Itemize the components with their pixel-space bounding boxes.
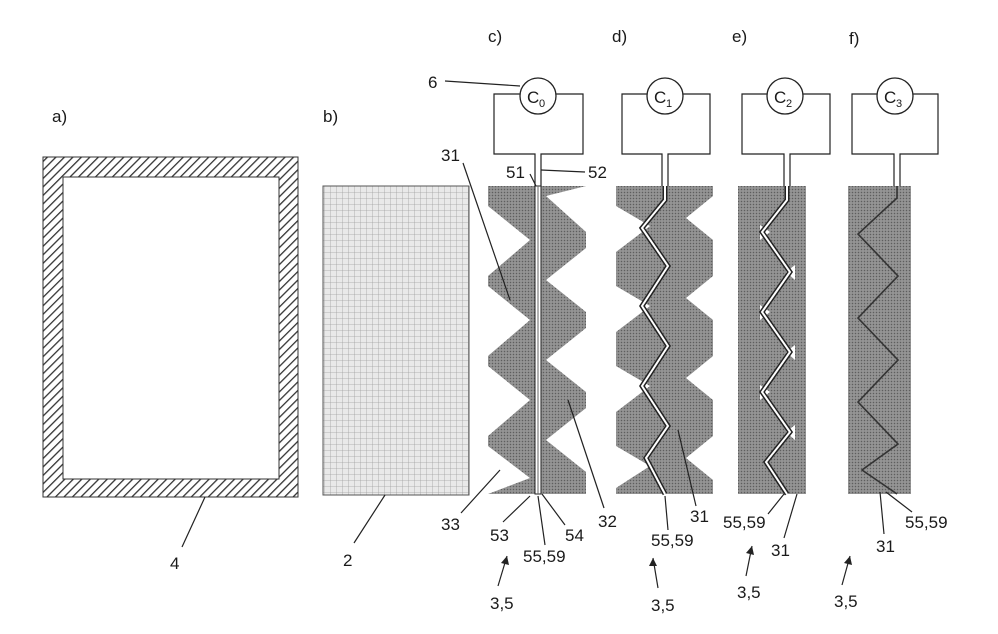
block-2 [323, 186, 469, 495]
panel-label-b: b) [323, 107, 338, 126]
strip-e [738, 186, 806, 494]
panel-label-f: f) [849, 29, 859, 48]
panel-e: e) C 2 55,59 31 3,5 [723, 27, 830, 602]
ref-31-e: 31 [771, 541, 790, 560]
capacitor-c3-sub: 3 [896, 98, 902, 110]
ref-35-c: 3,5 [490, 594, 514, 613]
panel-f: f) C 3 31 55,59 3,5 [834, 29, 948, 611]
ref-51: 51 [506, 163, 525, 182]
panel-label-e: e) [732, 27, 747, 46]
ref-35-d: 3,5 [651, 596, 675, 615]
ref-2: 2 [343, 551, 352, 570]
capacitor-c2-sub: 2 [786, 98, 792, 110]
frame-4 [43, 157, 298, 497]
arrowhead-35-e [746, 546, 754, 555]
panel-label-a: a) [52, 107, 67, 126]
ref-54: 54 [565, 526, 584, 545]
panel-b: b) 2 [323, 107, 469, 570]
ref-6: 6 [428, 73, 437, 92]
panel-d: d) C 1 31 55,59 3,5 [612, 27, 713, 615]
ref-35-f: 3,5 [834, 592, 858, 611]
arrowhead-35-d [649, 558, 657, 566]
leader-52 [541, 170, 585, 172]
ref-5559-d: 55,59 [651, 531, 694, 550]
ref-5559-c: 55,59 [523, 547, 566, 566]
ref-53: 53 [490, 526, 509, 545]
leader-4 [182, 497, 205, 547]
leader-31-e [784, 494, 797, 538]
leader-53 [503, 496, 530, 522]
ref-35-e: 3,5 [737, 583, 761, 602]
ref-31-d: 31 [690, 507, 709, 526]
leader-5559-c [538, 496, 545, 545]
panel-a: a) 4 [43, 107, 298, 573]
capacitor-c3-letter: C [884, 88, 896, 107]
ref-31-c: 31 [441, 146, 460, 165]
ref-52: 52 [588, 163, 607, 182]
leader-54 [542, 494, 565, 525]
leader-5559-d [665, 496, 668, 530]
ref-5559-f: 55,59 [905, 513, 948, 532]
panel-label-d: d) [612, 27, 627, 46]
arrowhead-35-f [844, 556, 852, 565]
ref-31-f: 31 [876, 537, 895, 556]
leader-5559-e [768, 494, 784, 514]
panel-label-c: c) [488, 27, 502, 46]
capacitor-c1-letter: C [654, 88, 666, 107]
capacitor-c2-letter: C [774, 88, 786, 107]
leader-2 [354, 495, 385, 543]
ref-4: 4 [170, 554, 179, 573]
leader-5559-f [886, 492, 912, 512]
ref-33: 33 [441, 515, 460, 534]
capacitor-c0-sub: 0 [539, 98, 545, 110]
arrowhead-35-c [501, 556, 509, 565]
capacitor-c0-letter: C [527, 88, 539, 107]
capacitor-c1-sub: 1 [666, 98, 672, 110]
leader-6 [445, 81, 520, 86]
leader-31-f [880, 492, 884, 534]
ref-5559-e: 55,59 [723, 513, 766, 532]
ref-32: 32 [598, 512, 617, 531]
